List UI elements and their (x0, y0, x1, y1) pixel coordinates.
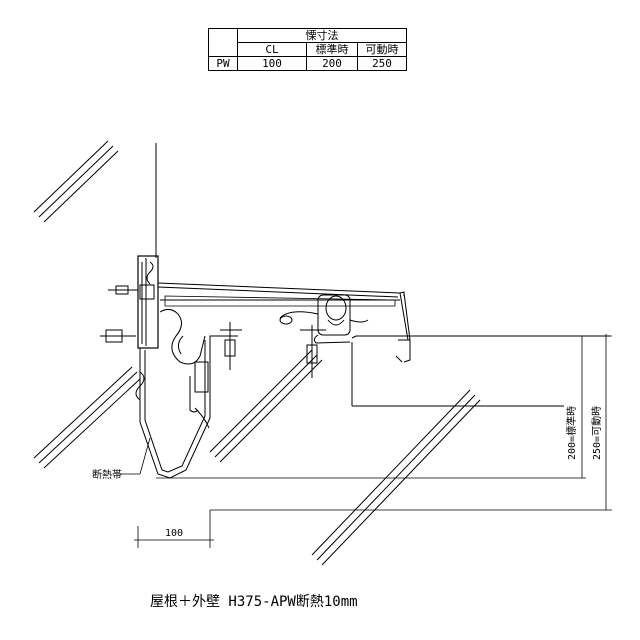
wall-hatch-right (311, 389, 481, 566)
clearance-table: 慄寸法 CL 標準時 可動時 PW 100 200 250 (208, 28, 407, 71)
drawing-caption: 屋根＋外壁 H375-APW断熱10mm (150, 594, 358, 610)
hinge-detail (279, 294, 369, 344)
dimension-lines (118, 334, 612, 548)
flexible-seal (159, 308, 206, 365)
right-flange (351, 335, 610, 407)
table-row-label: PW (208, 56, 238, 71)
table-header-standard: 標準時 (306, 42, 358, 57)
dim-bottom-label: 100 (165, 528, 183, 539)
cover-plate (157, 282, 411, 363)
table-header-cl: CL (237, 42, 307, 57)
anchor-bolts (100, 285, 326, 378)
roof-hatch (33, 140, 119, 223)
table-header-movable: 可動時 (357, 42, 407, 57)
table-value-movable: 250 (357, 56, 407, 71)
dim-standard-label: 200=標準時 (565, 406, 578, 460)
insulation-label: 断熱帯 (92, 468, 122, 481)
roof-side-frame (137, 255, 159, 349)
center-hatch (209, 349, 323, 463)
wall-hatch-left (33, 366, 141, 469)
trough-bracket (135, 335, 238, 479)
dim-movable-label: 250=可動時 (590, 406, 603, 460)
